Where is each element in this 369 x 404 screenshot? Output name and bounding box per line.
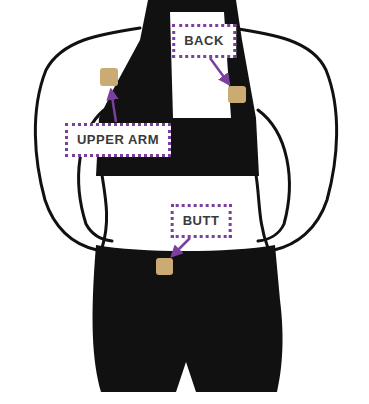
label-box: BUTT [171, 204, 232, 238]
label-text: BACK [184, 33, 224, 49]
label-text: BUTT [183, 213, 220, 229]
label-text: UPPER ARM [77, 132, 159, 148]
right-waist [256, 175, 268, 248]
patch [228, 86, 246, 103]
patch [156, 258, 173, 275]
right-arm-inner [258, 110, 289, 241]
left-waist [102, 175, 107, 248]
leader-arrow [111, 90, 116, 122]
leader-arrow [172, 238, 190, 256]
leader-arrow [210, 58, 229, 84]
label-box: BACK [172, 24, 236, 58]
patch [100, 68, 118, 86]
label-box: UPPER ARM [65, 123, 171, 157]
shorts [93, 245, 283, 392]
